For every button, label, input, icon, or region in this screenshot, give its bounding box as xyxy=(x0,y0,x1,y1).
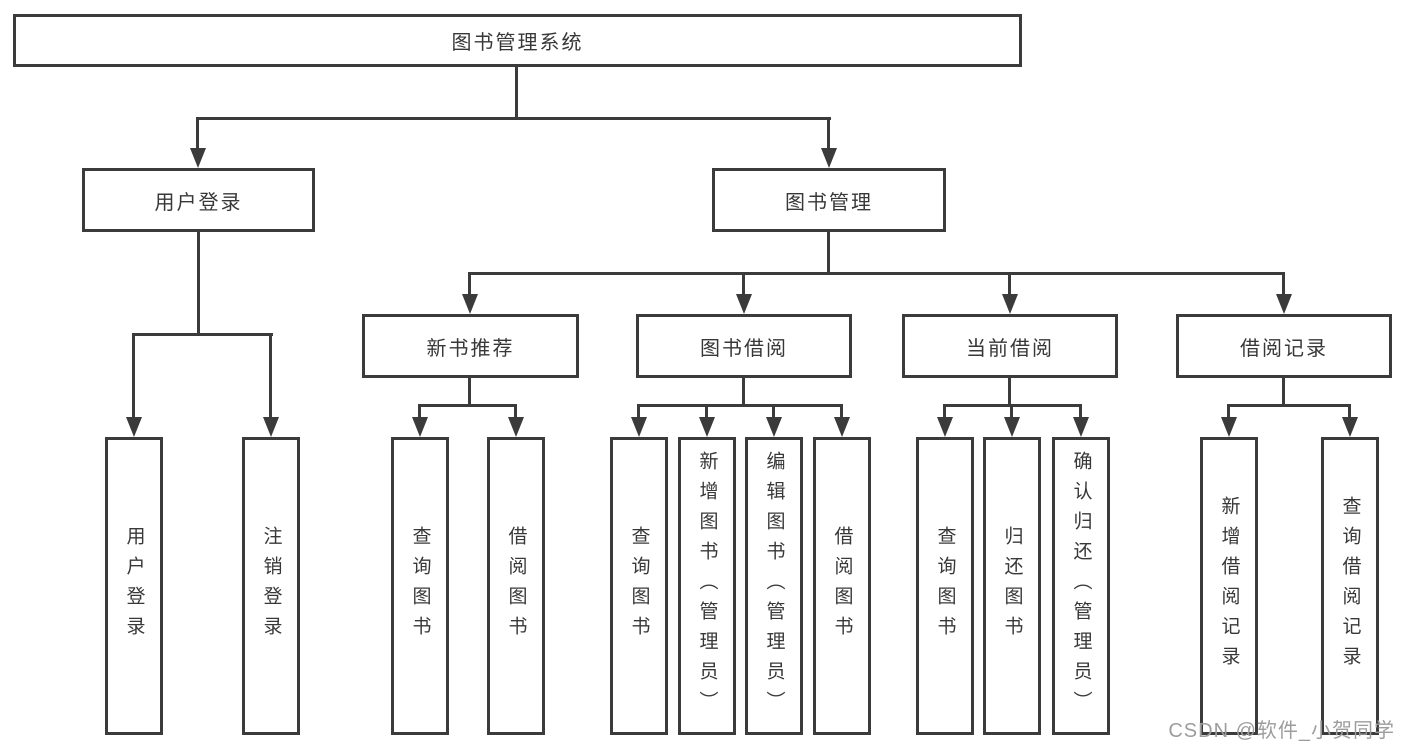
connector-line xyxy=(1227,404,1351,407)
connector-line xyxy=(468,272,1285,275)
connector-line xyxy=(1227,404,1230,420)
leaf-query-books-current: 查询图书 xyxy=(916,437,974,735)
connector-line xyxy=(1010,404,1013,420)
arrow-down-icon xyxy=(766,417,782,437)
arrow-down-icon xyxy=(190,148,206,168)
leaf-add-books-admin: 新增图书（管理员） xyxy=(678,437,736,735)
connector-line xyxy=(196,117,831,120)
connector-line xyxy=(1008,272,1011,298)
leaf-user-login: 用户登录 xyxy=(105,437,163,735)
connector-line xyxy=(742,376,745,407)
connector-line xyxy=(827,232,830,275)
node-label: 图书管理系统 xyxy=(451,32,584,54)
arrow-down-icon xyxy=(1276,294,1292,314)
node-user-login: 用户登录 xyxy=(82,168,315,232)
connector-line xyxy=(1079,404,1082,420)
connector-line xyxy=(637,404,843,407)
connector-line xyxy=(196,117,199,150)
connector-line xyxy=(132,333,273,336)
node-borrowing-records: 借阅记录 xyxy=(1176,314,1392,378)
node-library-management-system: 图书管理系统 xyxy=(13,14,1022,67)
connector-line xyxy=(1282,376,1285,407)
connector-line xyxy=(705,404,708,420)
node-label: 新增借阅记录 xyxy=(1218,496,1240,676)
arrow-down-icon xyxy=(508,417,524,437)
connector-line xyxy=(1008,376,1011,407)
connector-line xyxy=(514,404,517,420)
node-label: 查询图书 xyxy=(628,526,650,646)
arrow-down-icon xyxy=(1073,417,1089,437)
node-label: 借阅图书 xyxy=(505,526,527,646)
node-label: 图书借阅 xyxy=(700,337,788,360)
leaf-return-books: 归还图书 xyxy=(983,437,1041,735)
leaf-query-borrow-record: 查询借阅记录 xyxy=(1321,437,1379,735)
node-label: 用户登录 xyxy=(154,191,243,214)
node-book-management: 图书管理 xyxy=(712,168,946,232)
connector-line xyxy=(418,404,517,407)
leaf-logout: 注销登录 xyxy=(242,437,300,735)
node-label: 归还图书 xyxy=(1001,526,1023,646)
arrow-down-icon xyxy=(1002,294,1018,314)
arrow-down-icon xyxy=(821,148,837,168)
leaf-query-books-borrowing: 查询图书 xyxy=(610,437,668,735)
node-label: 注销登录 xyxy=(260,526,282,646)
connector-line xyxy=(418,404,421,420)
connector-line xyxy=(1282,272,1285,298)
node-label: 用户登录 xyxy=(123,526,145,646)
connector-line xyxy=(943,404,946,420)
connector-line xyxy=(1348,404,1351,420)
connector-line xyxy=(742,272,745,298)
connector-line xyxy=(637,404,640,420)
arrow-down-icon xyxy=(263,417,279,437)
node-label: 确认归还（管理员） xyxy=(1070,451,1092,721)
node-label: 编辑图书（管理员） xyxy=(763,451,785,721)
node-label: 借阅图书 xyxy=(831,526,853,646)
connector-line xyxy=(132,333,135,419)
arrow-down-icon xyxy=(462,294,478,314)
node-label: 查询图书 xyxy=(934,526,956,646)
node-label: 查询借阅记录 xyxy=(1339,496,1361,676)
node-label: 新增图书（管理员） xyxy=(696,451,718,721)
arrow-down-icon xyxy=(126,417,142,437)
arrow-down-icon xyxy=(1342,417,1358,437)
node-new-book-recommendation: 新书推荐 xyxy=(362,314,579,378)
csdn-watermark: CSDN @软件_小贺同学 xyxy=(1168,720,1395,742)
connector-line xyxy=(468,376,471,407)
arrow-down-icon xyxy=(1004,417,1020,437)
leaf-borrow-books-recommend: 借阅图书 xyxy=(487,437,545,735)
node-label: 图书管理 xyxy=(785,191,873,214)
leaf-add-borrow-record: 新增借阅记录 xyxy=(1200,437,1258,735)
arrow-down-icon xyxy=(631,417,647,437)
connector-line xyxy=(468,272,471,298)
connector-line xyxy=(772,404,775,420)
arrow-down-icon xyxy=(412,417,428,437)
leaf-query-books-recommend: 查询图书 xyxy=(391,437,449,735)
connector-line xyxy=(515,66,518,119)
node-label: 当前借阅 xyxy=(966,337,1054,360)
leaf-edit-books-admin: 编辑图书（管理员） xyxy=(745,437,803,735)
connector-line xyxy=(269,333,272,419)
arrow-down-icon xyxy=(1221,417,1237,437)
arrow-down-icon xyxy=(834,417,850,437)
node-label: 新书推荐 xyxy=(426,337,515,360)
arrow-down-icon xyxy=(699,417,715,437)
node-book-borrowing: 图书借阅 xyxy=(636,314,852,378)
connector-line xyxy=(840,404,843,420)
connector-line xyxy=(827,117,830,150)
node-current-borrowing: 当前借阅 xyxy=(902,314,1118,378)
leaf-confirm-return-admin: 确认归还（管理员） xyxy=(1052,437,1110,735)
leaf-borrow-books: 借阅图书 xyxy=(813,437,871,735)
arrow-down-icon xyxy=(736,294,752,314)
node-label: 查询图书 xyxy=(409,526,431,646)
arrow-down-icon xyxy=(937,417,953,437)
node-label: 借阅记录 xyxy=(1240,337,1328,360)
connector-line xyxy=(197,232,200,335)
